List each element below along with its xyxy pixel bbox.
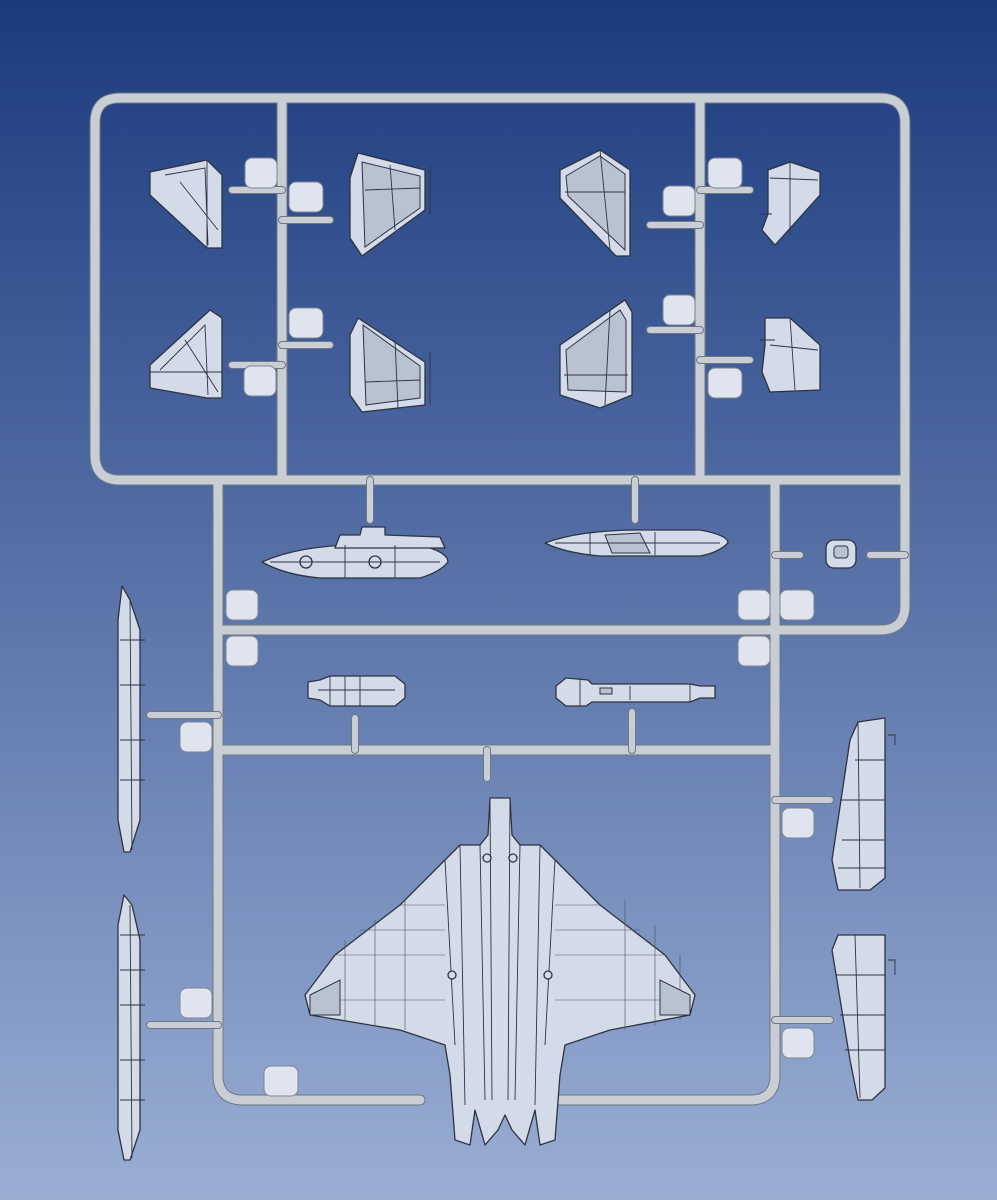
fin-right-upper-1 bbox=[559, 149, 631, 257]
intake-left-1 bbox=[117, 585, 145, 853]
intake-left-2 bbox=[117, 894, 145, 1161]
fin-left-upper-2 bbox=[349, 152, 431, 257]
fin-left-upper-1 bbox=[149, 159, 223, 249]
fin-left-lower-1 bbox=[149, 309, 223, 399]
gates bbox=[146, 186, 909, 1029]
sprue-tabs bbox=[179, 157, 815, 1097]
fin-left-lower-2 bbox=[349, 317, 431, 413]
gear-leg-part bbox=[555, 677, 716, 707]
fin-right-lower-2 bbox=[760, 317, 821, 393]
nozzle-part bbox=[307, 675, 406, 707]
fin-right-lower-1 bbox=[559, 299, 633, 409]
fuel-tank-1 bbox=[261, 526, 449, 579]
fin-right-upper-2 bbox=[760, 161, 821, 246]
runner-frame bbox=[89, 92, 911, 1106]
side-panel-right-2 bbox=[831, 934, 896, 1101]
side-panel-right-1 bbox=[831, 717, 896, 891]
fuel-tank-2 bbox=[544, 529, 729, 557]
small-round-part bbox=[825, 539, 857, 569]
fuselage-top-half bbox=[304, 797, 696, 1146]
